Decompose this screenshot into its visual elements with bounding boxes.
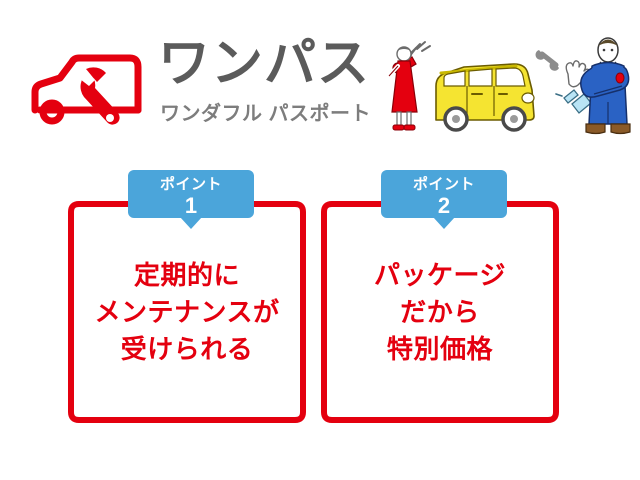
wrench-tool-icon [535,50,559,71]
logo-title: ワンパス [158,35,371,93]
point-badge-2: ポイント 2 [381,170,507,229]
point-card-2-text: パッケージ だから 特別価格 [374,260,506,364]
woman-with-trumpet-figure [387,41,431,131]
point-badge-2-label: ポイント [412,176,475,193]
car-with-wrench-logo-icon [26,48,152,126]
point-badge-1-pointer-icon [180,217,202,229]
logo-wordmark: ワンパス ワンダフル パスポート [158,38,408,143]
point-card-1-text: 定期的に メンテナンスが 受けられる [94,260,280,364]
point-badge-2-number: 2 [437,193,451,218]
header: ワンパス ワンダフル パスポート [0,0,640,160]
point-badge-2-pointer-icon [433,217,455,229]
mechanic-scene-illustration [386,24,636,154]
point-card-1: 定期的に メンテナンスが 受けられる [68,201,306,423]
logo-subtitle: ワンダフル パスポート [160,103,372,125]
mechanic-man-figure [580,37,631,135]
yellow-van-figure [435,63,535,132]
point-card-2: パッケージ だから 特別価格 [321,201,559,423]
spray-bottle-tool-icon [555,89,592,114]
point-badge-1-label: ポイント [159,176,222,193]
point-badge-1: ポイント 1 [128,170,254,229]
point-badge-1-number: 1 [184,193,198,218]
